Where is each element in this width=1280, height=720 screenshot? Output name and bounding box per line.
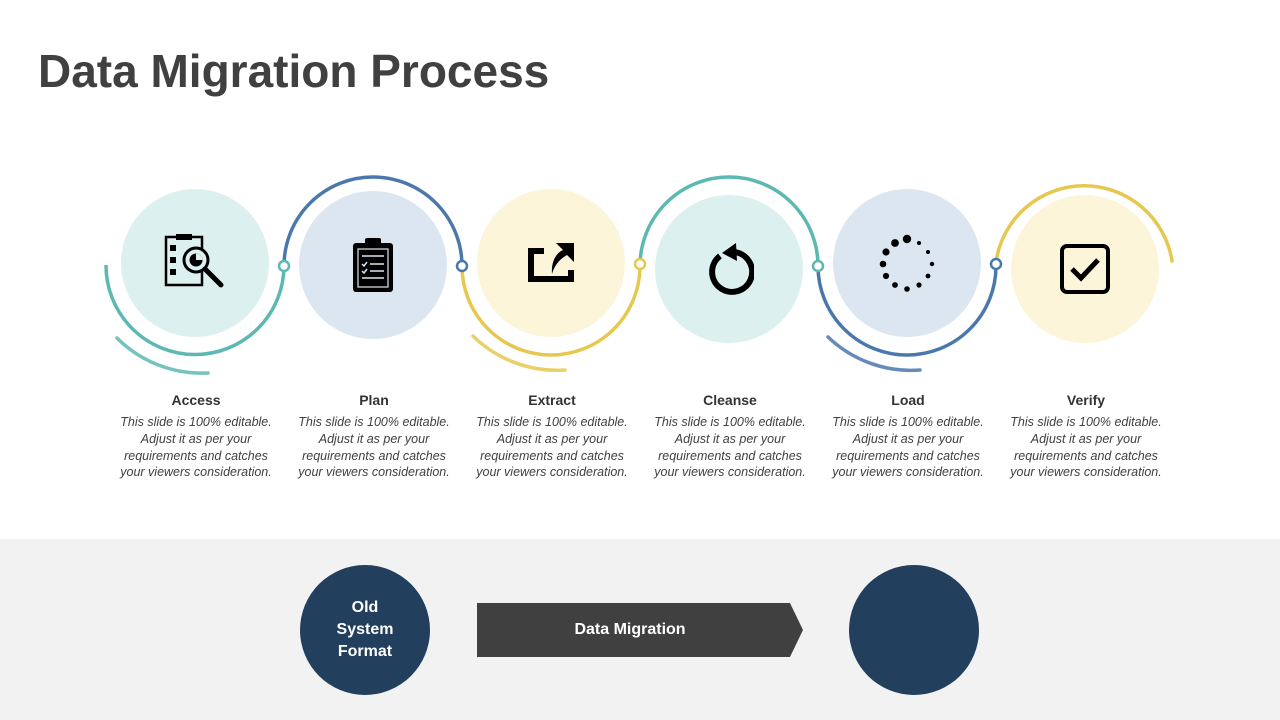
step-description: This slide is 100% editable. Adjust it a…	[832, 415, 984, 480]
migration-arrow: Data Migration	[477, 603, 803, 657]
step-description: This slide is 100% editable. Adjust it a…	[1010, 415, 1162, 480]
step-load: Load This slide is 100% editable. Adjust…	[828, 392, 988, 481]
step-circle-access	[121, 189, 269, 337]
process-arcs	[104, 175, 1174, 375]
step-access: Access This slide is 100% editable. Adju…	[116, 392, 276, 481]
arrow-label: Data Migration	[574, 621, 686, 638]
step-circle-verify	[1011, 195, 1159, 343]
step-description: This slide is 100% editable. Adjust it a…	[298, 415, 450, 480]
step-circle-load	[833, 189, 981, 337]
step-title: Cleanse	[703, 392, 757, 408]
target-node	[849, 565, 979, 695]
step-cleanse: Cleanse This slide is 100% editable. Adj…	[650, 392, 810, 481]
checkbox-checked-icon	[1060, 244, 1110, 294]
loading-spinner-icon	[879, 234, 935, 292]
step-title: Verify	[1066, 392, 1106, 408]
step-circle-cleanse	[655, 195, 803, 343]
export-arrow-icon	[528, 243, 574, 282]
step-extract: Extract This slide is 100% editable. Adj…	[472, 392, 632, 481]
source-node: Old System Format	[300, 565, 430, 695]
source-label: Old System Format	[336, 599, 394, 660]
step-description: This slide is 100% editable. Adjust it a…	[476, 415, 628, 480]
step-title: Access	[171, 392, 221, 408]
step-description: This slide is 100% editable. Adjust it a…	[654, 415, 806, 480]
report-magnifier-icon	[164, 234, 224, 288]
step-title: Load	[891, 392, 925, 408]
clipboard-checklist-icon	[353, 238, 393, 292]
step-circle-plan	[299, 191, 447, 339]
step-plan: Plan This slide is 100% editable. Adjust…	[294, 392, 454, 481]
page-title: Data Migration Process	[38, 45, 550, 97]
step-circle-extract	[477, 189, 625, 337]
step-verify: Verify This slide is 100% editable. Adju…	[1006, 392, 1166, 481]
step-title: Extract	[528, 392, 576, 408]
step-description: This slide is 100% editable. Adjust it a…	[120, 415, 272, 480]
step-title: Plan	[359, 392, 389, 408]
refresh-icon	[709, 243, 754, 295]
